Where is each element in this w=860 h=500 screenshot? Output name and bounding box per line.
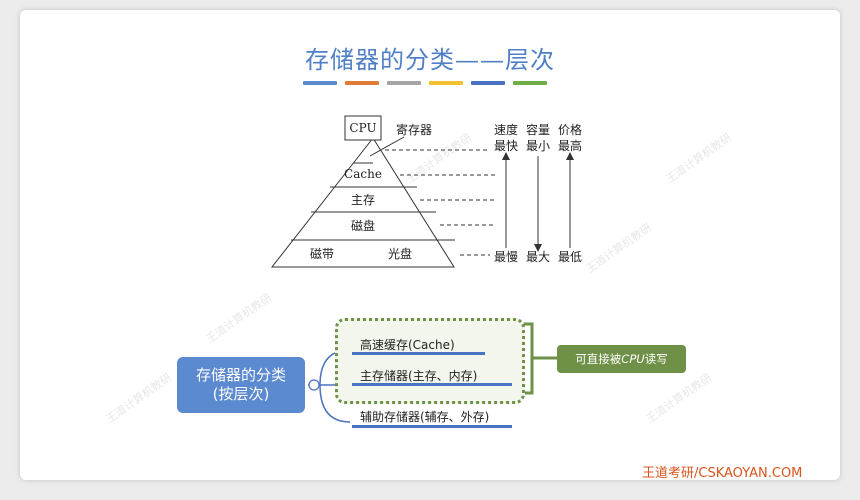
color-bar — [513, 81, 547, 85]
color-bar — [303, 81, 337, 85]
hierarchy-diagram: CPU 寄存器 Cache 主存 磁盘 磁带 光盘 速度 最快 最慢 容量 最小… — [270, 115, 582, 423]
note-cpu: CPU — [621, 352, 645, 366]
branch-auxiliary-storage[interactable]: 辅助存储器(辅存、外存) — [360, 410, 490, 424]
page-title: 存储器的分类——层次 — [305, 46, 555, 74]
level-main-memory: 主存 — [351, 193, 375, 207]
branch-underline — [352, 425, 512, 428]
price-highest: 最高 — [558, 138, 582, 153]
level-optical-disk: 光盘 — [388, 246, 412, 261]
speed-slowest: 最慢 — [494, 250, 518, 264]
color-bar — [345, 81, 379, 85]
speed-fastest: 最快 — [494, 139, 518, 153]
color-bar — [429, 81, 463, 85]
branch-cache[interactable]: 高速缓存(Cache) — [360, 338, 455, 352]
note-bracket — [523, 322, 557, 395]
capacity-smallest: 最小 — [526, 139, 550, 153]
speed-label: 速度 — [494, 122, 518, 137]
register-label: 寄存器 — [396, 122, 432, 137]
cpu-box — [344, 115, 382, 141]
slide: 存储器的分类——层次 CPU 寄存器 Cache 主存 磁盘 磁带 光盘 — [20, 10, 840, 480]
direct-access-note: 可直接被 CPU 读写 — [557, 345, 686, 373]
brand-footer: 王道考研/CSKAOYAN.COM — [642, 466, 803, 480]
mindmap-collapse-dot — [308, 379, 320, 391]
cpu-label: CPU — [349, 121, 376, 135]
level-cache: Cache — [344, 167, 382, 181]
note-prefix: 可直接被 — [575, 352, 622, 366]
branch-underline — [352, 352, 485, 355]
mindmap-root-line2: (按层次) — [212, 385, 270, 403]
price-label: 价格 — [558, 122, 582, 137]
level-tape: 磁带 — [310, 246, 334, 261]
capacity-label: 容量 — [526, 122, 550, 137]
mindmap-connector — [319, 384, 351, 423]
note-suffix: 读写 — [644, 352, 668, 366]
capacity-largest: 最大 — [526, 250, 550, 264]
price-lowest: 最低 — [558, 250, 582, 264]
color-bar — [471, 81, 505, 85]
branch-underline — [352, 383, 512, 386]
branch-main-memory[interactable]: 主存储器(主存、内存) — [360, 369, 478, 383]
mindmap-root-line1: 存储器的分类 — [195, 366, 286, 384]
mindmap-root[interactable]: 存储器的分类 (按层次) — [177, 357, 305, 413]
direct-access-group — [335, 318, 525, 404]
color-bar — [387, 81, 421, 85]
register-pointer — [369, 136, 405, 157]
level-disk: 磁盘 — [351, 218, 375, 233]
